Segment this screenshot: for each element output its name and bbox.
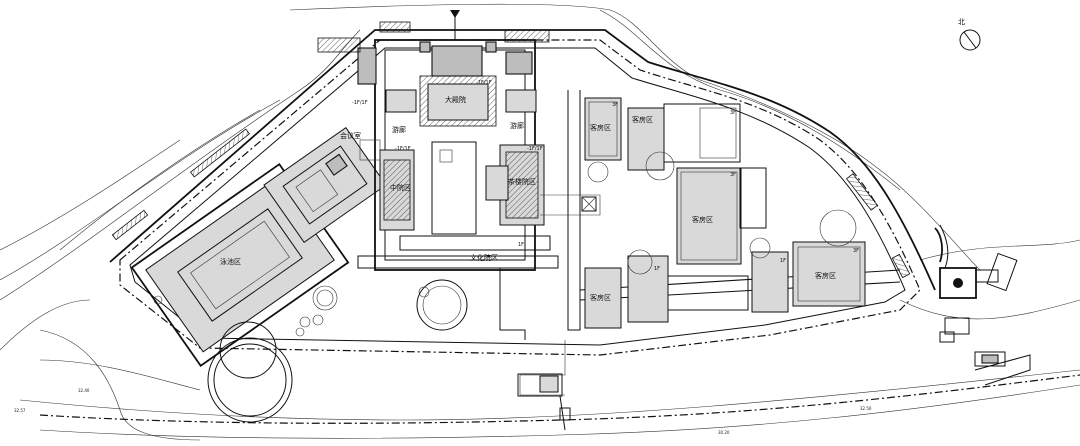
floor-label: 3F: [730, 172, 736, 178]
great-hall-complex: [317, 10, 559, 271]
round-features: [153, 279, 468, 423]
zone-label-right-small: 游廊: [510, 121, 524, 130]
zone-label-pool: 泳池区: [220, 257, 241, 266]
zone-label-guest-1: 客房区: [590, 123, 611, 132]
zone-label-guest-5: 客房区: [632, 115, 653, 124]
meeting-block: [263, 126, 387, 244]
elevation-label: 30.20: [718, 430, 730, 435]
floor-label: -1F/1F: [352, 100, 368, 106]
floor-label: -1F/1F: [527, 146, 543, 152]
zone-label-guest-2: 客房区: [692, 215, 713, 224]
floor-label: 1F: [518, 242, 524, 248]
zone-label-left-small: 游廊: [392, 125, 406, 134]
zone-label-middle-court: 中院区: [390, 183, 411, 192]
entry-plaza: [934, 224, 1031, 386]
north-label: 北: [958, 18, 965, 26]
guest-blocks: [584, 97, 866, 329]
elevation-label: 32.50: [860, 406, 872, 411]
north-arrow: [959, 29, 981, 51]
floor-label: 1F: [780, 258, 786, 264]
floor-label: -1F/1F: [476, 80, 492, 86]
zone-label-guest-3: 客房区: [590, 293, 611, 302]
floor-label: 1F: [654, 266, 660, 272]
floor-label: 3F: [853, 248, 859, 254]
floor-label: 3F: [730, 110, 736, 116]
floor-label: 3F: [612, 102, 618, 108]
zone-label-guest-4: 客房区: [815, 271, 836, 280]
zone-label-south-court: 文化院区: [470, 253, 498, 262]
elevation-label: 32.57: [14, 408, 26, 413]
zone-label-meeting: 会议室: [340, 131, 361, 140]
zone-label-center-court: 茶楼院区: [508, 177, 536, 186]
terrain-lines: [0, 3, 1080, 441]
floor-label: -1F/1F: [395, 146, 411, 152]
site-boundary: [109, 29, 936, 356]
elevation-label: 32.40: [78, 388, 90, 393]
zone-label-great-hall: 大殿院: [445, 95, 466, 104]
edge-strips: [111, 128, 911, 279]
